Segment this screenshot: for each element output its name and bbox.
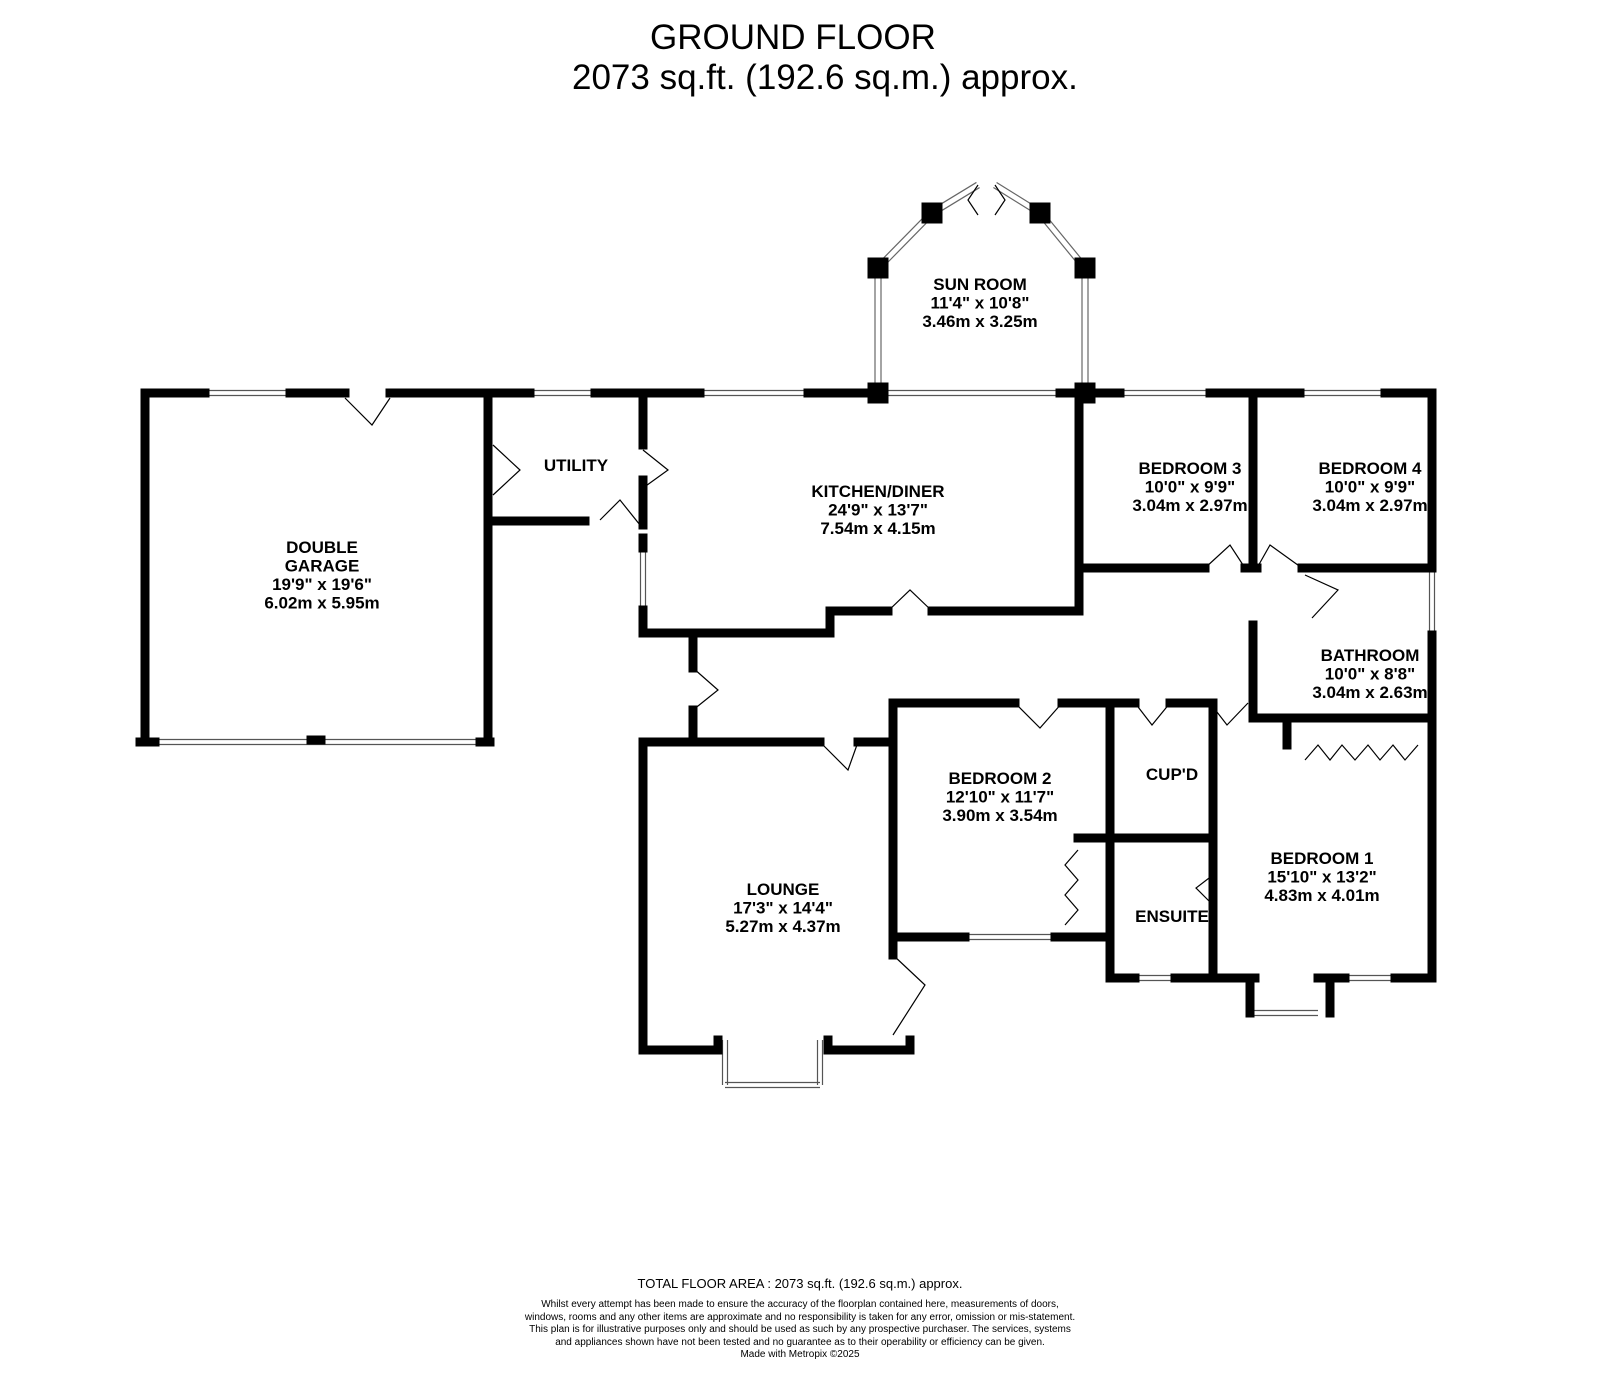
door-11 xyxy=(1256,544,1303,569)
room-label-lounge-line-0: LOUNGE xyxy=(747,880,820,899)
room-label-sun-room-line-2: 3.46m x 3.25m xyxy=(922,312,1037,331)
disclaimer: Whilst every attempt has been made to en… xyxy=(524,1299,1076,1348)
room-label-bedroom-4-line-2: 3.04m x 2.97m xyxy=(1312,496,1427,515)
door-5 xyxy=(692,667,719,711)
room-label-bathroom-line-2: 3.04m x 2.63m xyxy=(1312,683,1427,702)
room-label-bedroom-1-line-1: 15'10" x 13'2" xyxy=(1267,868,1376,887)
room-label-cupd: CUP'D xyxy=(1146,765,1198,784)
room-label-double-garage-line-1: GARAGE xyxy=(285,557,360,576)
room-label-bedroom-2-line-2: 3.90m x 3.54m xyxy=(942,806,1057,825)
door-7 xyxy=(1014,702,1063,729)
wardrobe-bedroom-1 xyxy=(1304,744,1419,761)
room-label-bedroom-3-line-2: 3.04m x 2.97m xyxy=(1132,496,1247,515)
sunroom-post-3 xyxy=(1074,257,1096,279)
door-2 xyxy=(642,449,669,489)
room-label-ensuite-line-0: ENSUITE xyxy=(1135,907,1209,926)
sunroom-glazing-2 xyxy=(879,214,935,271)
doors xyxy=(344,184,1419,1036)
floor-area: 2073 sq.ft. (192.6 sq.m.) approx. xyxy=(572,58,1078,97)
door-8 xyxy=(1134,702,1171,726)
room-label-bathroom-line-1: 10'0" x 8'8" xyxy=(1325,665,1415,684)
door-13 xyxy=(1195,874,1214,906)
room-label-double-garage-line-3: 6.02m x 5.95m xyxy=(264,594,379,613)
sunroom-post-5 xyxy=(1074,382,1096,404)
room-label-double-garage-line-0: DOUBLE xyxy=(286,538,358,557)
door-4 xyxy=(887,589,933,612)
walls xyxy=(135,202,1437,1055)
room-label-lounge-line-1: 17'3" x 14'4" xyxy=(733,899,833,918)
room-label-lounge-line-2: 5.27m x 4.37m xyxy=(725,917,840,936)
floor-title: GROUND FLOOR xyxy=(650,18,936,57)
room-label-bedroom-2-line-1: 12'10" x 11'7" xyxy=(946,788,1054,807)
door-6 xyxy=(819,741,859,772)
plan-footer: TOTAL FLOOR AREA : 2073 sq.ft. (192.6 sq… xyxy=(0,1276,1600,1362)
sunroom-post-4 xyxy=(867,382,889,404)
room-label-bedroom-3-line-1: 10'0" x 9'9" xyxy=(1145,478,1235,497)
room-label-kitchen-diner-line-2: 7.54m x 4.15m xyxy=(820,519,935,538)
wardrobe-bedroom-2 xyxy=(1064,849,1079,926)
room-label-bedroom-3-line-0: BEDROOM 3 xyxy=(1139,459,1242,478)
door-9 xyxy=(1209,702,1249,726)
door-12 xyxy=(1304,574,1340,619)
room-label-utility-line-0: UTILITY xyxy=(544,456,609,475)
room-label-double-garage-line-2: 19'9" x 19'6" xyxy=(272,575,372,594)
door-3 xyxy=(599,499,641,526)
room-label-sun-room-line-0: SUN ROOM xyxy=(933,275,1027,294)
made-with: Made with Metropix ©2025 xyxy=(740,1349,860,1360)
door-10 xyxy=(1204,544,1246,569)
room-label-bathroom-line-0: BATHROOM xyxy=(1321,646,1420,665)
room-label-utility: UTILITY xyxy=(544,456,609,475)
door-1 xyxy=(492,444,521,496)
room-label-bedroom-4-line-1: 10'0" x 9'9" xyxy=(1325,478,1415,497)
room-label-sun-room-line-1: 11'4" x 10'8" xyxy=(931,294,1030,313)
room-label-ensuite: ENSUITE xyxy=(1135,907,1209,926)
door-0 xyxy=(344,397,391,426)
door-14 xyxy=(892,954,926,1036)
sunroom-post-1 xyxy=(921,202,943,224)
sunroom-post-0 xyxy=(867,257,889,279)
room-label-bedroom-1-line-0: BEDROOM 1 xyxy=(1271,849,1374,868)
sunroom-post-2 xyxy=(1029,202,1051,224)
sunroom-glazing-2b xyxy=(875,210,931,267)
room-label-cupd-line-0: CUP'D xyxy=(1146,765,1198,784)
room-label-bedroom-1-line-2: 4.83m x 4.01m xyxy=(1264,886,1379,905)
room-label-bedroom-4-line-0: BEDROOM 4 xyxy=(1319,459,1423,478)
total-floor-area: TOTAL FLOOR AREA : 2073 sq.ft. (192.6 sq… xyxy=(637,1276,963,1291)
room-label-bedroom-2-line-0: BEDROOM 2 xyxy=(949,769,1052,788)
room-label-kitchen-diner-line-0: KITCHEN/DINER xyxy=(811,482,944,501)
room-label-kitchen-diner-line-1: 24'9" x 13'7" xyxy=(828,501,928,520)
sunroom-door xyxy=(967,184,1006,216)
